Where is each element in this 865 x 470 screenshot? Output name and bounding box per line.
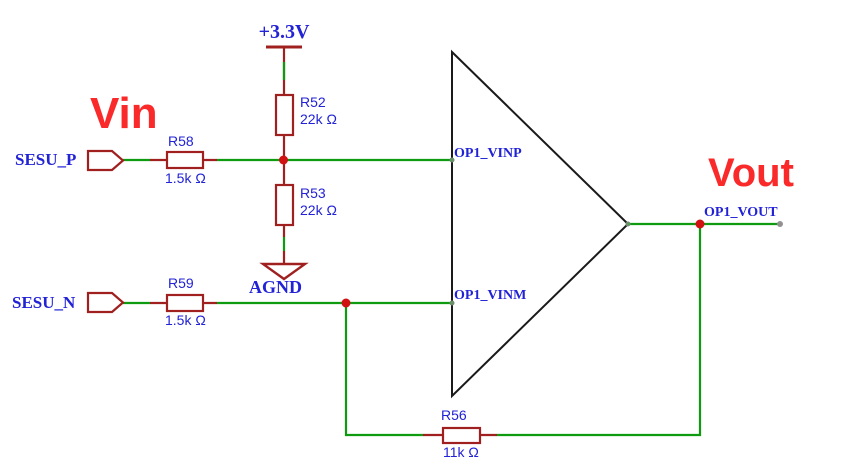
- resistor-r58-body: [165, 150, 205, 170]
- r52-value: 22k Ω: [300, 111, 337, 127]
- r59-value: 1.5k Ω: [165, 312, 206, 328]
- output-net-end-dot: [777, 221, 783, 227]
- power-3v3-label: +3.3V: [258, 21, 310, 43]
- vin-annotation: Vin: [90, 89, 158, 138]
- opamp-vinp-label: OP1_VINP: [454, 146, 522, 161]
- opamp-triangle: [451, 49, 630, 399]
- opamp-output-pin-dot: [625, 221, 631, 227]
- vout-annotation: Vout: [708, 151, 794, 195]
- port-sesu-p-label: SESU_P: [15, 150, 77, 169]
- port-sesu-p-symbol: [86, 149, 125, 172]
- port-sesu-n-symbol: [86, 291, 125, 314]
- junction-output-node: [695, 219, 705, 229]
- opamp-vinm-pin-dot: [449, 300, 455, 306]
- r58-value: 1.5k Ω: [165, 170, 206, 186]
- opamp-vout-label: OP1_VOUT: [704, 205, 778, 220]
- resistor-r52-body: [274, 93, 295, 137]
- junction-vinp-node: [279, 155, 288, 165]
- r53-value: 22k Ω: [300, 202, 337, 218]
- resistor-r59-body: [165, 293, 205, 313]
- r59-ref: R59: [168, 275, 194, 291]
- r56-value: 11k Ω: [443, 444, 479, 460]
- resistor-r56-body: [441, 426, 482, 445]
- r56-ref: R56: [441, 407, 467, 423]
- junction-vinm-node: [341, 298, 351, 308]
- resistor-r53-body: [274, 183, 295, 227]
- r58-ref: R58: [168, 133, 194, 149]
- r52-ref: R52: [300, 94, 326, 110]
- resistor-pins: [150, 158, 497, 437]
- wire-feedback-loop: [344, 224, 702, 437]
- port-sesu-n-label: SESU_N: [12, 293, 76, 312]
- agnd-ground-symbol: [259, 262, 309, 281]
- opamp-vinp-pin-dot: [449, 157, 455, 163]
- r53-ref: R53: [300, 185, 326, 201]
- agnd-label: AGND: [249, 277, 302, 297]
- opamp-vinm-label: OP1_VINM: [454, 288, 527, 303]
